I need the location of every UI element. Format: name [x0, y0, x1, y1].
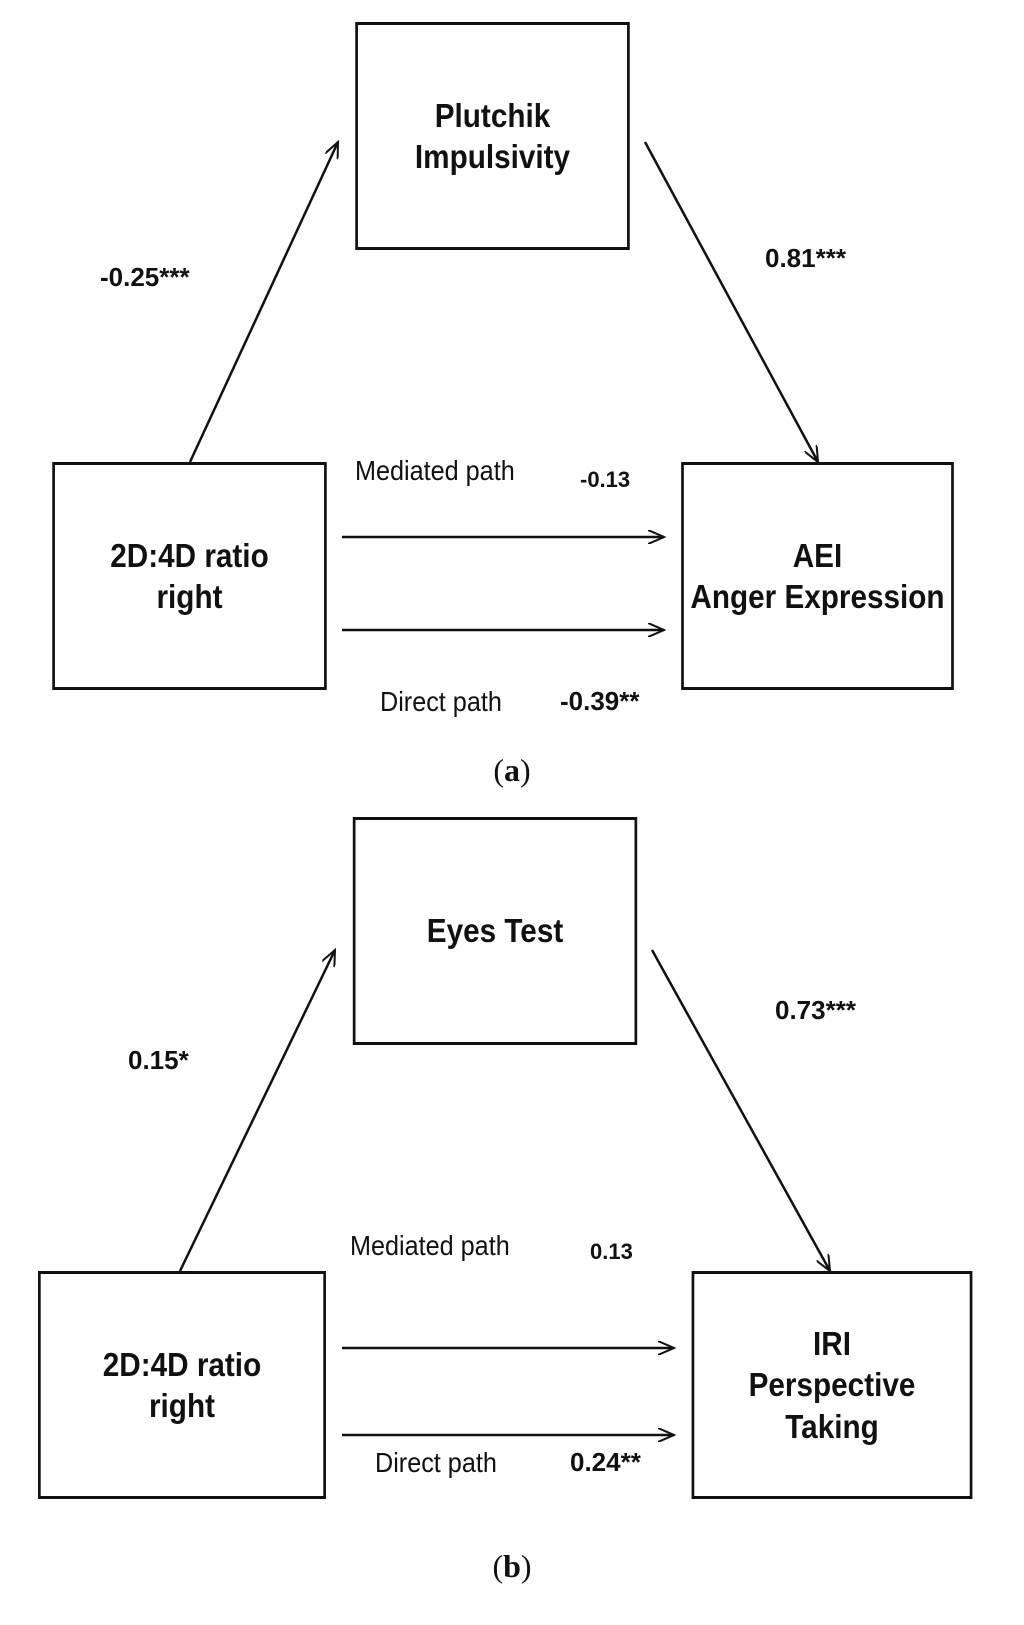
outcome-line-3: Taking	[785, 1407, 879, 1445]
mediated-path-coefficient: -0.13	[580, 467, 631, 492]
outcome-line-2: Perspective	[748, 1366, 916, 1404]
outcome-line-1: IRI	[813, 1325, 851, 1363]
direct-path-coefficient: 0.24**	[570, 1447, 641, 1477]
predictor-line-1: 2D:4D ratio	[110, 536, 269, 574]
arrows-layer-b	[178, 815, 1024, 1625]
predictor-line-1: 2D:4D ratio	[102, 1345, 262, 1383]
arrow-mediator-to-outcome	[643, 141, 818, 462]
mediated-path-label: Mediated path	[355, 455, 515, 486]
diagram-panel-b: Eyes Test 2D:4D ratio right IRI Perspect…	[0, 815, 1024, 1625]
path-b-coefficient: 0.81***	[765, 243, 846, 273]
path-b-coefficient: 0.73***	[775, 995, 856, 1025]
outcome-line-2: Anger Expression	[690, 578, 945, 615]
path-a-coefficient: 0.15*	[128, 1045, 189, 1075]
mediated-path-label: Mediated path	[350, 1230, 510, 1261]
outcome-box: IRI Perspective Taking	[691, 1271, 973, 1499]
arrow-mediator-to-outcome	[650, 949, 830, 1271]
predictor-line-2: right	[148, 1387, 215, 1424]
mediator-box: Eyes Test	[352, 817, 638, 1045]
predictor-box: 2D:4D ratio right	[38, 1271, 326, 1499]
outcome-line-1: AEI	[792, 536, 843, 574]
arrow-predictor-to-mediator	[178, 950, 337, 1272]
predictor-line-2: right	[156, 578, 223, 615]
mediated-path-coefficient: 0.13	[590, 1239, 633, 1264]
mediator-line-1: Plutchik	[434, 96, 551, 134]
caption-letter: b	[503, 1548, 521, 1584]
outcome-box: AEI Anger Expression	[681, 462, 954, 690]
panel-caption: (b)	[492, 1548, 532, 1584]
diagram-panel-a: Plutchik Impulsivity 2D:4D ratio right A…	[0, 0, 1024, 800]
predictor-box: 2D:4D ratio right	[52, 462, 327, 690]
mediator-line-1: Eyes Test	[426, 912, 564, 950]
arrow-predictor-to-mediator	[188, 142, 340, 463]
caption-letter: a	[504, 752, 520, 788]
mediator-line-2: Impulsivity	[414, 138, 571, 175]
direct-path-coefficient: -0.39**	[560, 686, 640, 716]
arrows-layer-a	[188, 0, 1024, 800]
mediator-box: Plutchik Impulsivity	[355, 22, 630, 250]
direct-path-label: Direct path	[380, 686, 502, 717]
path-a-coefficient: -0.25***	[100, 262, 190, 292]
panel-caption: (a)	[493, 752, 531, 788]
direct-path-label: Direct path	[375, 1447, 497, 1478]
